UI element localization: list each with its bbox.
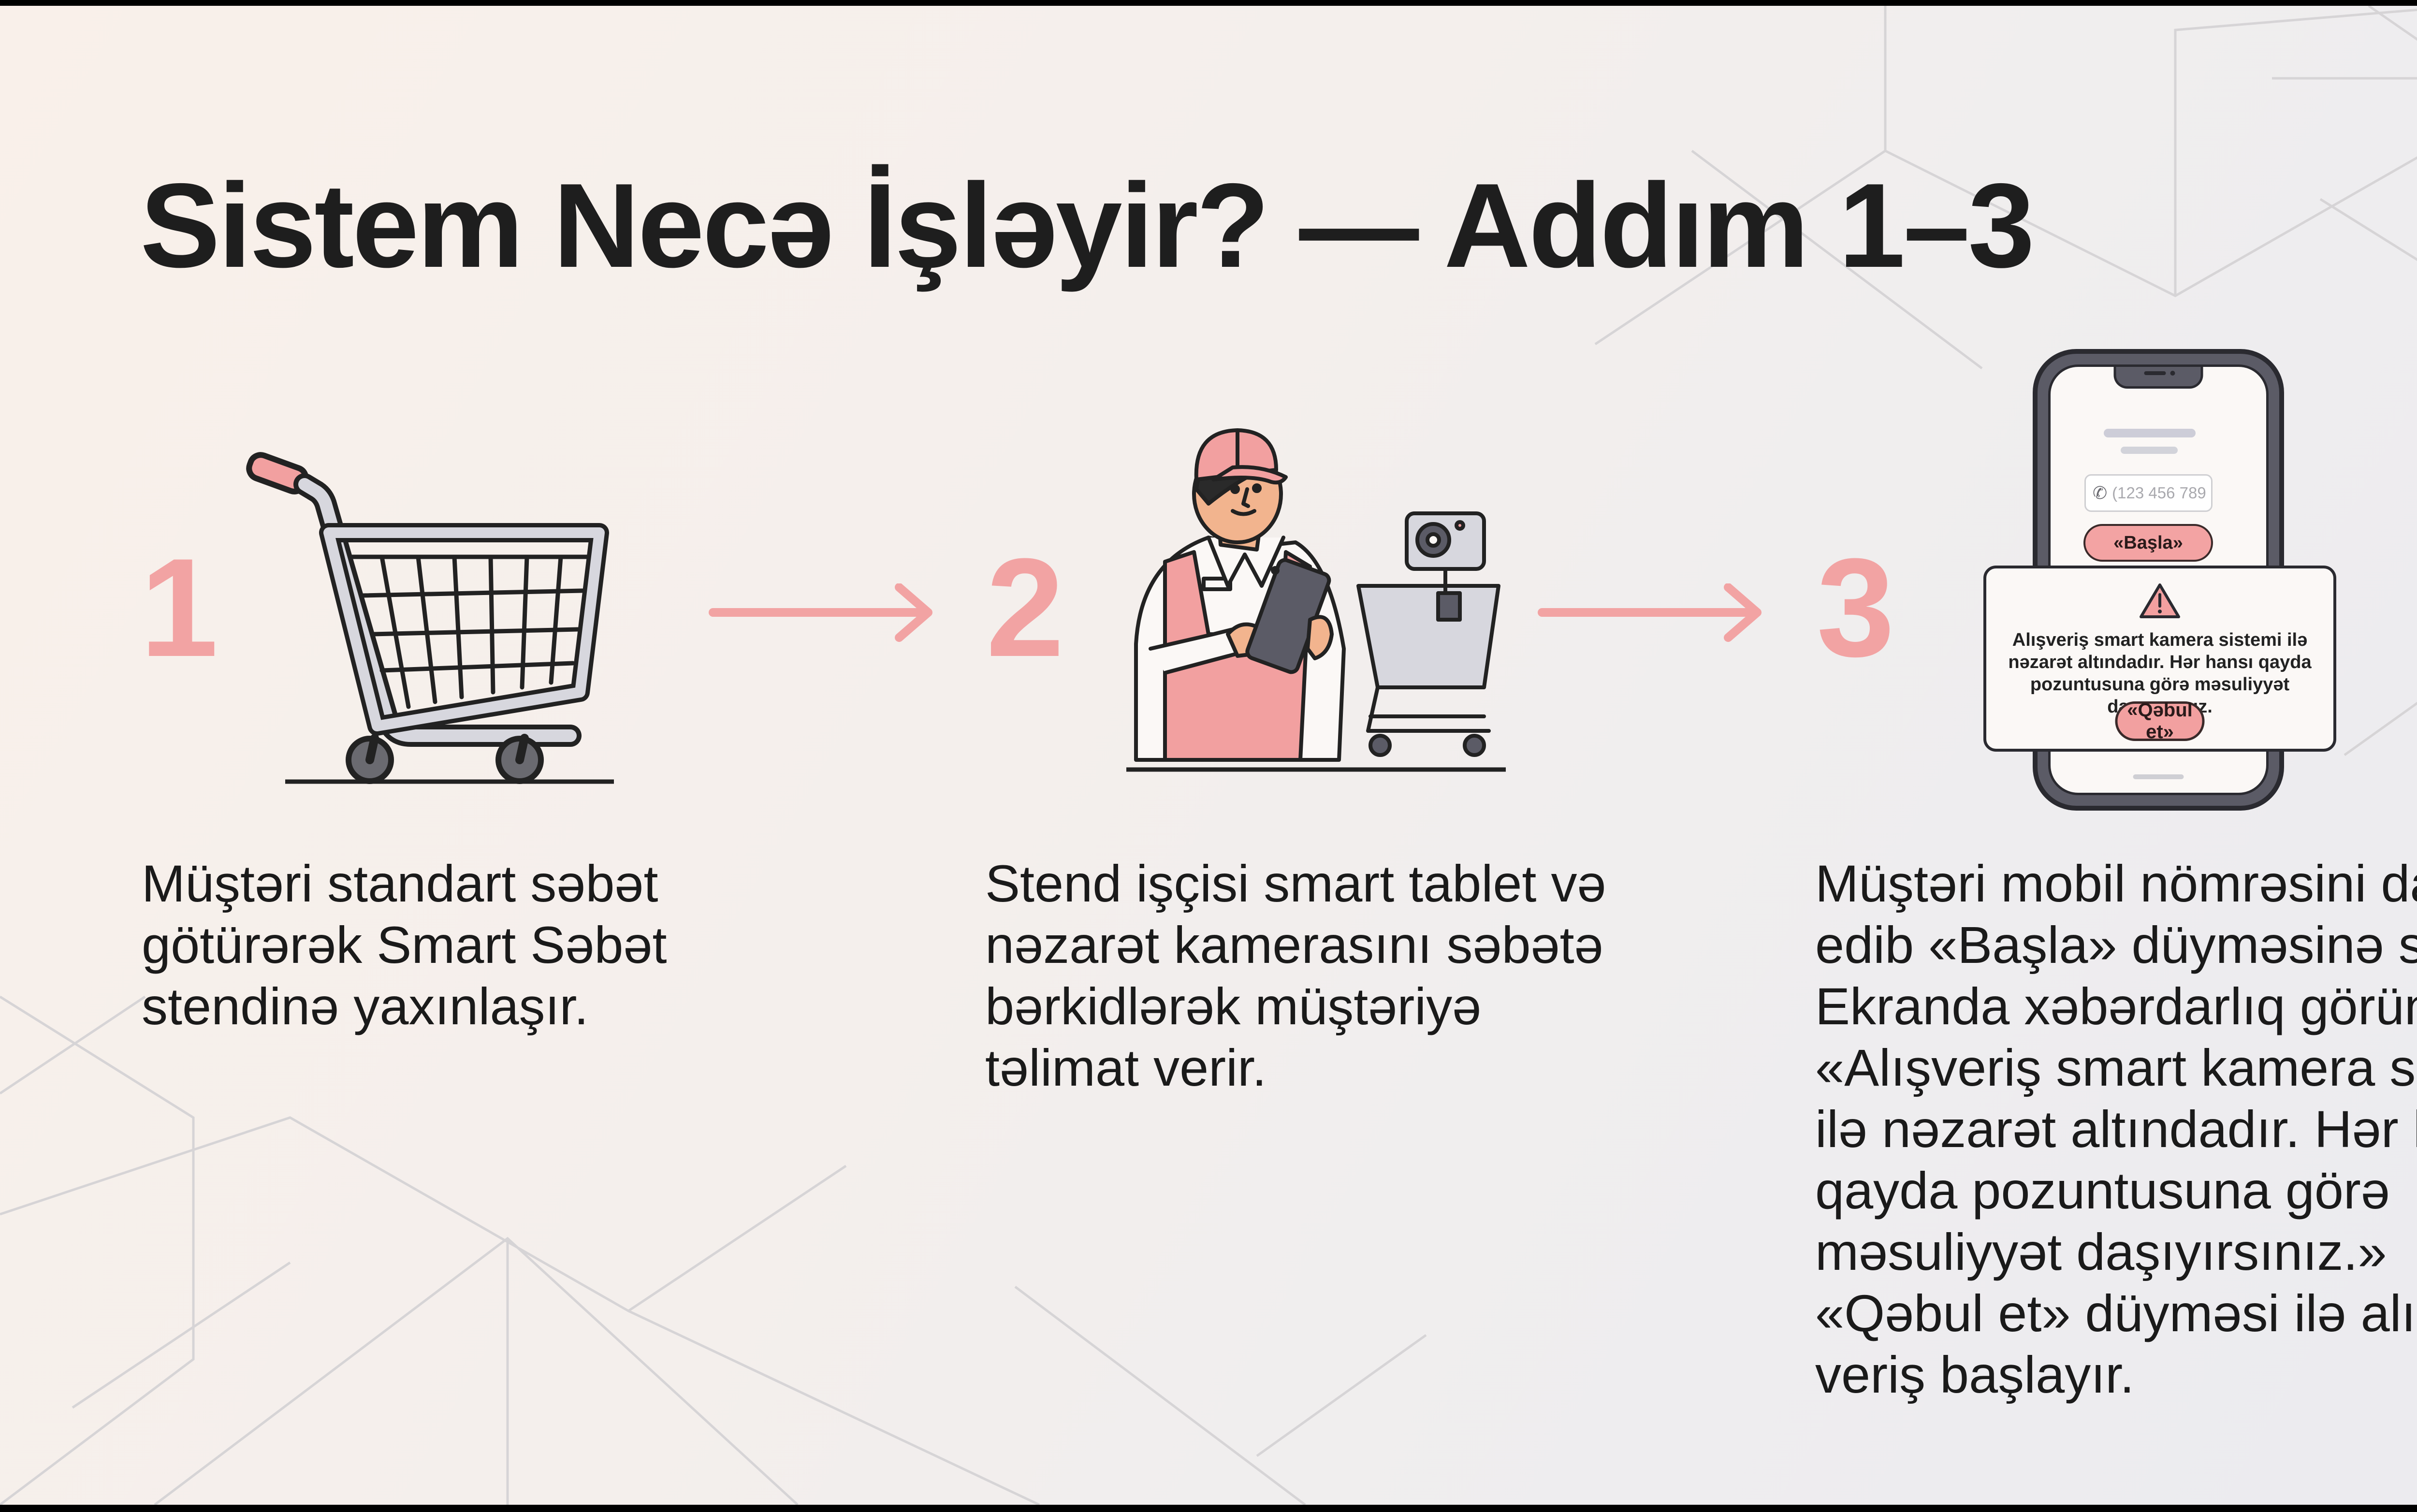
phone-icon: ✆ <box>2093 483 2108 503</box>
accept-button[interactable]: «Qəbul et» <box>2115 699 2205 742</box>
step-1-number: 1 <box>140 529 218 686</box>
phone-number-placeholder: (123 456 789 <box>2112 484 2206 502</box>
start-button[interactable]: «Başla» <box>2083 524 2213 562</box>
background-geometric-lines <box>0 6 2417 1505</box>
step-2-description: Stend işçisi smart tablet və nəzarət kam… <box>985 854 1606 1097</box>
step-1-description: Müştəri standart səbət götürərək Smart S… <box>142 854 667 1035</box>
home-indicator <box>2133 774 2184 779</box>
step-3-number: 3 <box>1817 529 1895 686</box>
warning-icon <box>2140 583 2180 618</box>
step-2-number: 2 <box>986 529 1064 686</box>
step-3-description: Müştəri mobil nömrəsini daxil edib «Başl… <box>1815 854 2417 1404</box>
phone-number-input[interactable]: ✆ (123 456 789 <box>2084 474 2213 512</box>
placeholder-line <box>2104 429 2196 437</box>
slide: Sistem Necə İşləyir? — Addım 1–3 1 2 <box>0 6 2417 1505</box>
phone-notch <box>2113 367 2203 389</box>
shopping-cart-icon <box>246 452 614 784</box>
page-title: Sistem Necə İşləyir? — Addım 1–3 <box>140 158 2035 292</box>
placeholder-line <box>2121 447 2178 454</box>
warning-popup: Alışveriş smart kamera sistemi ilə nəzar… <box>1983 566 2336 752</box>
worker-with-tablet-and-camera-cart-icon <box>1126 428 1506 772</box>
arrow-right-icon <box>1538 583 1762 642</box>
arrow-right-icon <box>709 583 932 642</box>
